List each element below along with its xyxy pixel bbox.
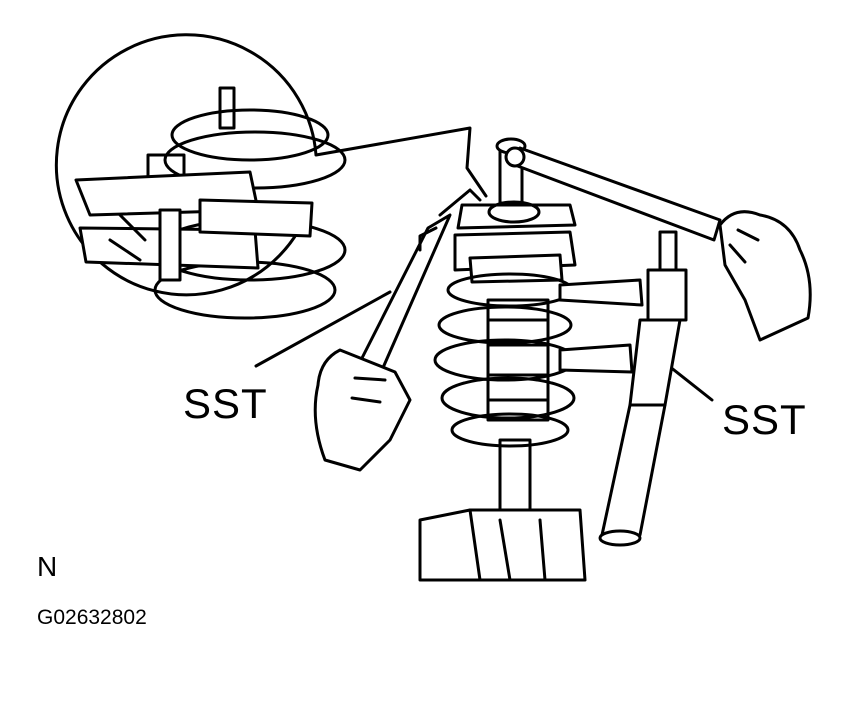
hand-left (313, 348, 412, 472)
hand-right (718, 210, 812, 342)
detail-inset-contents (74, 86, 347, 320)
torque-wrench (504, 146, 722, 242)
sst-label-left: SST (183, 380, 268, 427)
figure-id: G02632802 (37, 606, 147, 629)
detail-inset-callout (54, 33, 488, 297)
sst-label-right: SST (722, 396, 807, 443)
sst-left-leader (254, 290, 392, 368)
sst-right-compressor (558, 230, 688, 547)
code-label: N (37, 551, 58, 582)
